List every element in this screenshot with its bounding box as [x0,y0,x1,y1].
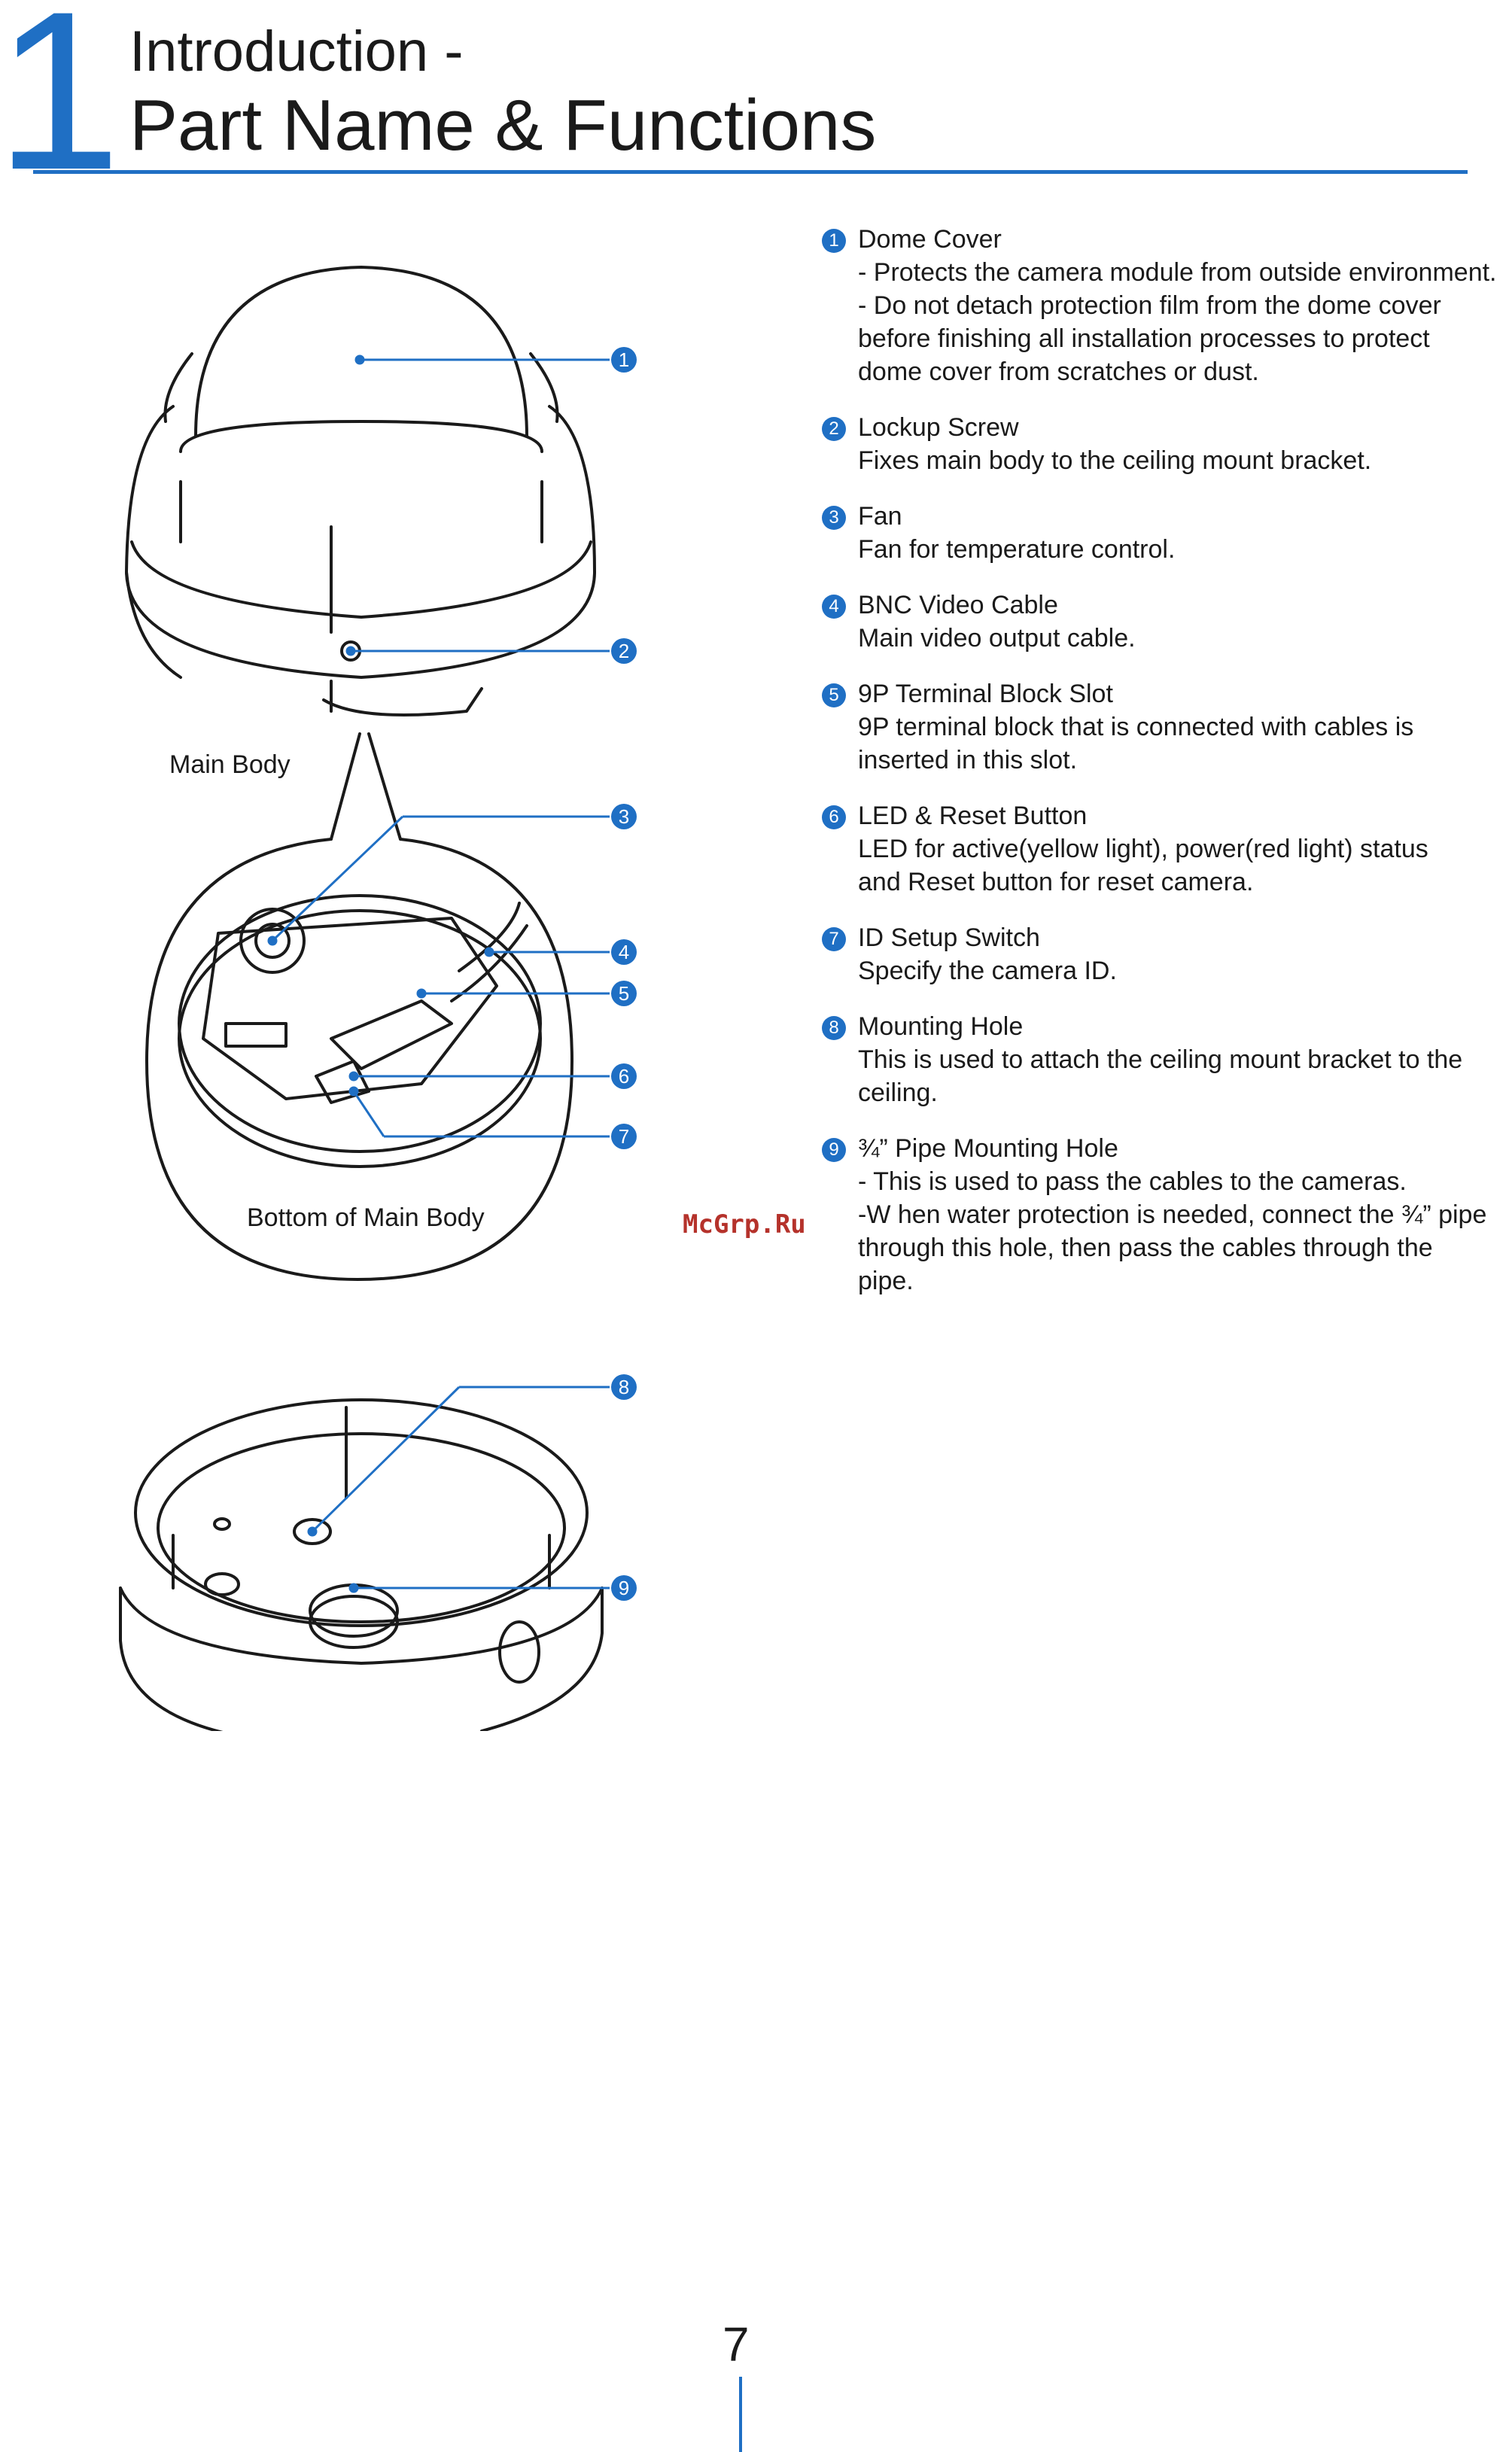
part-name: LED & Reset Button [858,802,1088,830]
part-description: Specify the camera ID. [858,957,1117,985]
callout-5: 5 [611,981,637,1006]
watermark: McGrp.Ru [683,1209,806,1240]
callout-3: 3 [611,804,637,829]
main-body-label: Main Body [169,750,291,779]
part-number-badge: 8 [822,1016,846,1040]
part-item: 2 Lockup Screw Fixes main body to the ce… [822,411,1512,477]
part-item: 7 ID Setup Switch Specify the camera ID. [822,921,1512,987]
page-title-line2: Part Name & Functions [129,85,877,166]
part-description: - Protects the camera module from outsid… [858,258,1497,386]
callout-2: 2 [611,638,637,664]
part-item: 4 BNC Video Cable Main video output cabl… [822,589,1512,655]
part-description: LED for active(yellow light), power(red … [858,835,1428,896]
part-number-badge: 3 [822,506,846,530]
part-name: ¾” Pipe Mounting Hole [858,1134,1118,1163]
part-item: 1 Dome Cover - Protects the camera modul… [822,223,1512,388]
callout-8: 8 [611,1374,637,1400]
part-description: Fixes main body to the ceiling mount bra… [858,446,1372,475]
part-number-badge: 1 [822,229,846,253]
part-description: Fan for temperature control. [858,535,1176,564]
part-name: ID Setup Switch [858,923,1040,952]
part-number-badge: 9 [822,1138,846,1162]
dome-camera-illustration [125,266,596,716]
part-description: Main video output cable. [858,624,1136,653]
page-number: 7 [723,2317,750,2371]
callout-4: 4 [611,939,637,965]
part-number-badge: 7 [822,927,846,951]
callout-9: 9 [611,1575,637,1601]
part-name: Dome Cover [858,225,1002,254]
part-item: 9 ¾” Pipe Mounting Hole - This is used t… [822,1132,1512,1297]
part-name: Lockup Screw [858,413,1019,442]
title-divider [33,170,1468,174]
parts-list: 1 Dome Cover - Protects the camera modul… [822,223,1512,1320]
callout-6: 6 [611,1063,637,1089]
part-description: - This is used to pass the cables to the… [858,1167,1487,1295]
main-body-bottom-illustration [145,838,573,1281]
page-title-line1: Introduction - [129,20,464,84]
camera-diagram [119,266,610,1731]
bottom-of-main-body-label: Bottom of Main Body [247,1203,485,1232]
callout-1: 1 [611,347,637,373]
mounting-bracket-illustration [119,1398,604,1731]
part-number-badge: 2 [822,417,846,441]
page-number-rule [739,2377,742,2452]
part-name: BNC Video Cable [858,591,1058,619]
part-number-badge: 6 [822,805,846,829]
part-item: 5 9P Terminal Block Slot 9P terminal blo… [822,677,1512,777]
part-item: 8 Mounting Hole This is used to attach t… [822,1010,1512,1109]
part-item: 6 LED & Reset Button LED for active(yell… [822,799,1512,899]
callout-7: 7 [611,1124,637,1149]
chapter-number: 1 [0,0,121,217]
part-item: 3 Fan Fan for temperature control. [822,500,1512,566]
part-description: 9P terminal block that is connected with… [858,713,1414,774]
part-name: Fan [858,502,902,531]
part-number-badge: 5 [822,683,846,707]
part-name: 9P Terminal Block Slot [858,680,1113,708]
part-number-badge: 4 [822,595,846,619]
part-name: Mounting Hole [858,1012,1024,1041]
part-description: This is used to attach the ceiling mount… [858,1045,1463,1107]
